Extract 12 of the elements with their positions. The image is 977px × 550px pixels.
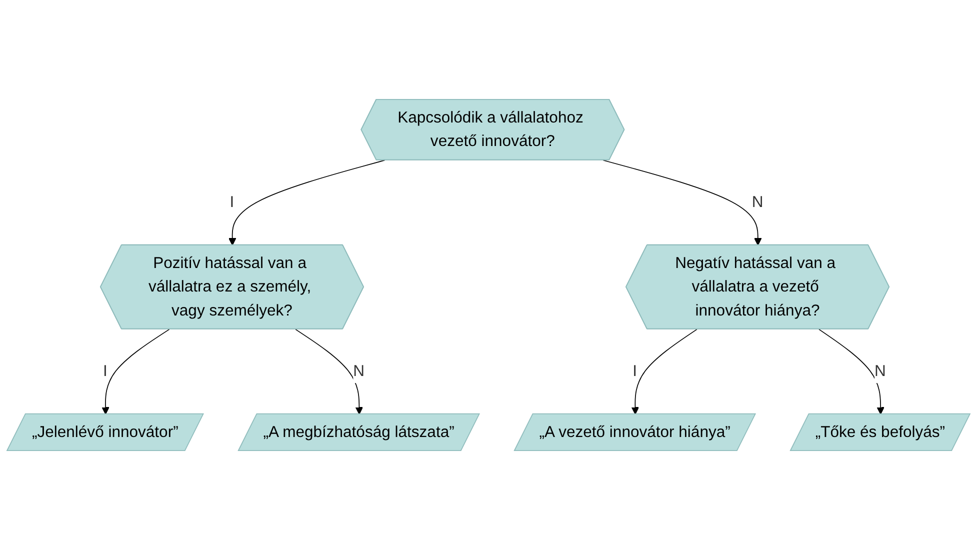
- arrow: [818, 328, 884, 415]
- arrow: [631, 328, 698, 415]
- edge-label: I: [632, 362, 638, 380]
- arrow: [228, 160, 386, 246]
- arrow: [602, 160, 762, 246]
- arrow: [102, 328, 170, 415]
- edge-label: N: [353, 362, 365, 380]
- edge-label: I: [230, 193, 234, 211]
- edge-label: I: [102, 362, 108, 380]
- edge-label: N: [874, 362, 886, 380]
- edge-label: N: [752, 193, 764, 211]
- arrow: [295, 328, 364, 415]
